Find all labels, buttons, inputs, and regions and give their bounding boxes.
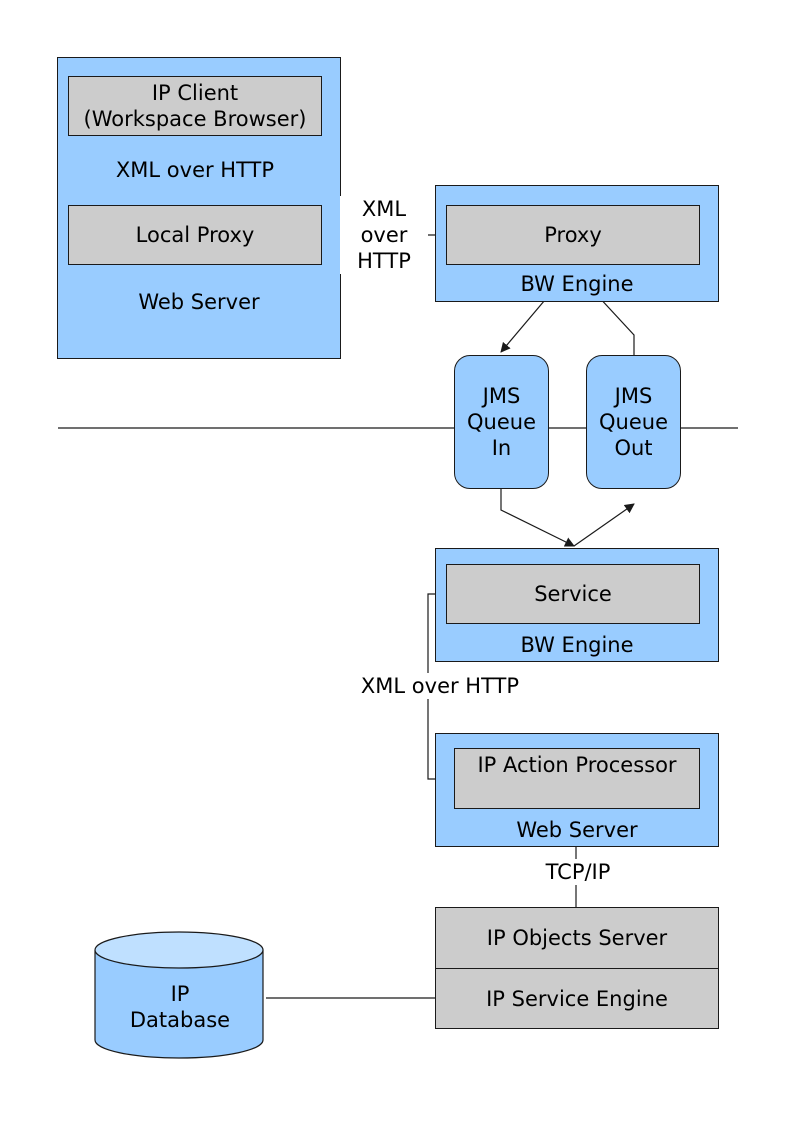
tcp-ip-label: TCP/IP xyxy=(528,859,628,885)
queue-in-line1: JMS xyxy=(482,384,521,408)
proxy-box: Proxy xyxy=(446,205,700,265)
ip-service-engine-box: IP Service Engine xyxy=(435,968,719,1029)
ip-objects-server-box: IP Objects Server xyxy=(435,907,719,969)
link-label-line2: over xyxy=(360,223,408,247)
ip-database-label: IP Database xyxy=(95,979,265,1035)
ip-objects-server-label: IP Objects Server xyxy=(486,926,668,950)
ip-service-engine-label: IP Service Engine xyxy=(486,986,668,1011)
queue-in-line3: In xyxy=(491,436,512,460)
local-proxy-box: Local Proxy xyxy=(68,205,322,265)
bw-engine-bottom-label: BW Engine xyxy=(520,633,634,657)
jms-queue-out: JMS Queue Out xyxy=(586,355,681,489)
link-label-line1: XML xyxy=(361,197,407,221)
web-server-top-label: Web Server xyxy=(138,290,260,314)
ip-action-processor-box: IP Action Processor xyxy=(454,748,700,809)
database-line1: IP xyxy=(170,982,190,1006)
ip-client-line2: (Workspace Browser) xyxy=(83,107,307,131)
queue-out-line2: Queue xyxy=(599,410,668,434)
jms-queue-in: JMS Queue In xyxy=(454,355,549,489)
service-box: Service xyxy=(446,564,700,624)
xml-over-http-service-label: XML over HTTP xyxy=(350,673,530,699)
proxy-label: Proxy xyxy=(544,223,602,247)
bw-engine-top-label: BW Engine xyxy=(520,272,634,296)
queue-out-line1: JMS xyxy=(614,384,653,408)
local-proxy-label: Local Proxy xyxy=(135,223,255,247)
web-server-bottom-label: Web Server xyxy=(516,818,638,842)
service-to-queue-out-arrow xyxy=(573,503,635,547)
ip-client-line1: IP Client xyxy=(151,81,239,105)
service-label: Service xyxy=(534,582,612,606)
database-line2: Database xyxy=(129,1008,231,1032)
ip-client-box: IP Client (Workspace Browser) xyxy=(68,76,322,136)
xml-over-http-top-label: XML over HTTP xyxy=(68,157,322,183)
xml-over-http-link-label: XML over HTTP xyxy=(340,196,428,274)
queue-in-to-service-arrow xyxy=(500,488,575,547)
database-cylinder-icon xyxy=(94,931,264,1059)
link-label-line3: HTTP xyxy=(357,249,411,273)
ip-action-processor-label: IP Action Processor xyxy=(477,753,677,777)
queue-in-line2: Queue xyxy=(467,410,536,434)
queue-out-line3: Out xyxy=(614,436,653,460)
